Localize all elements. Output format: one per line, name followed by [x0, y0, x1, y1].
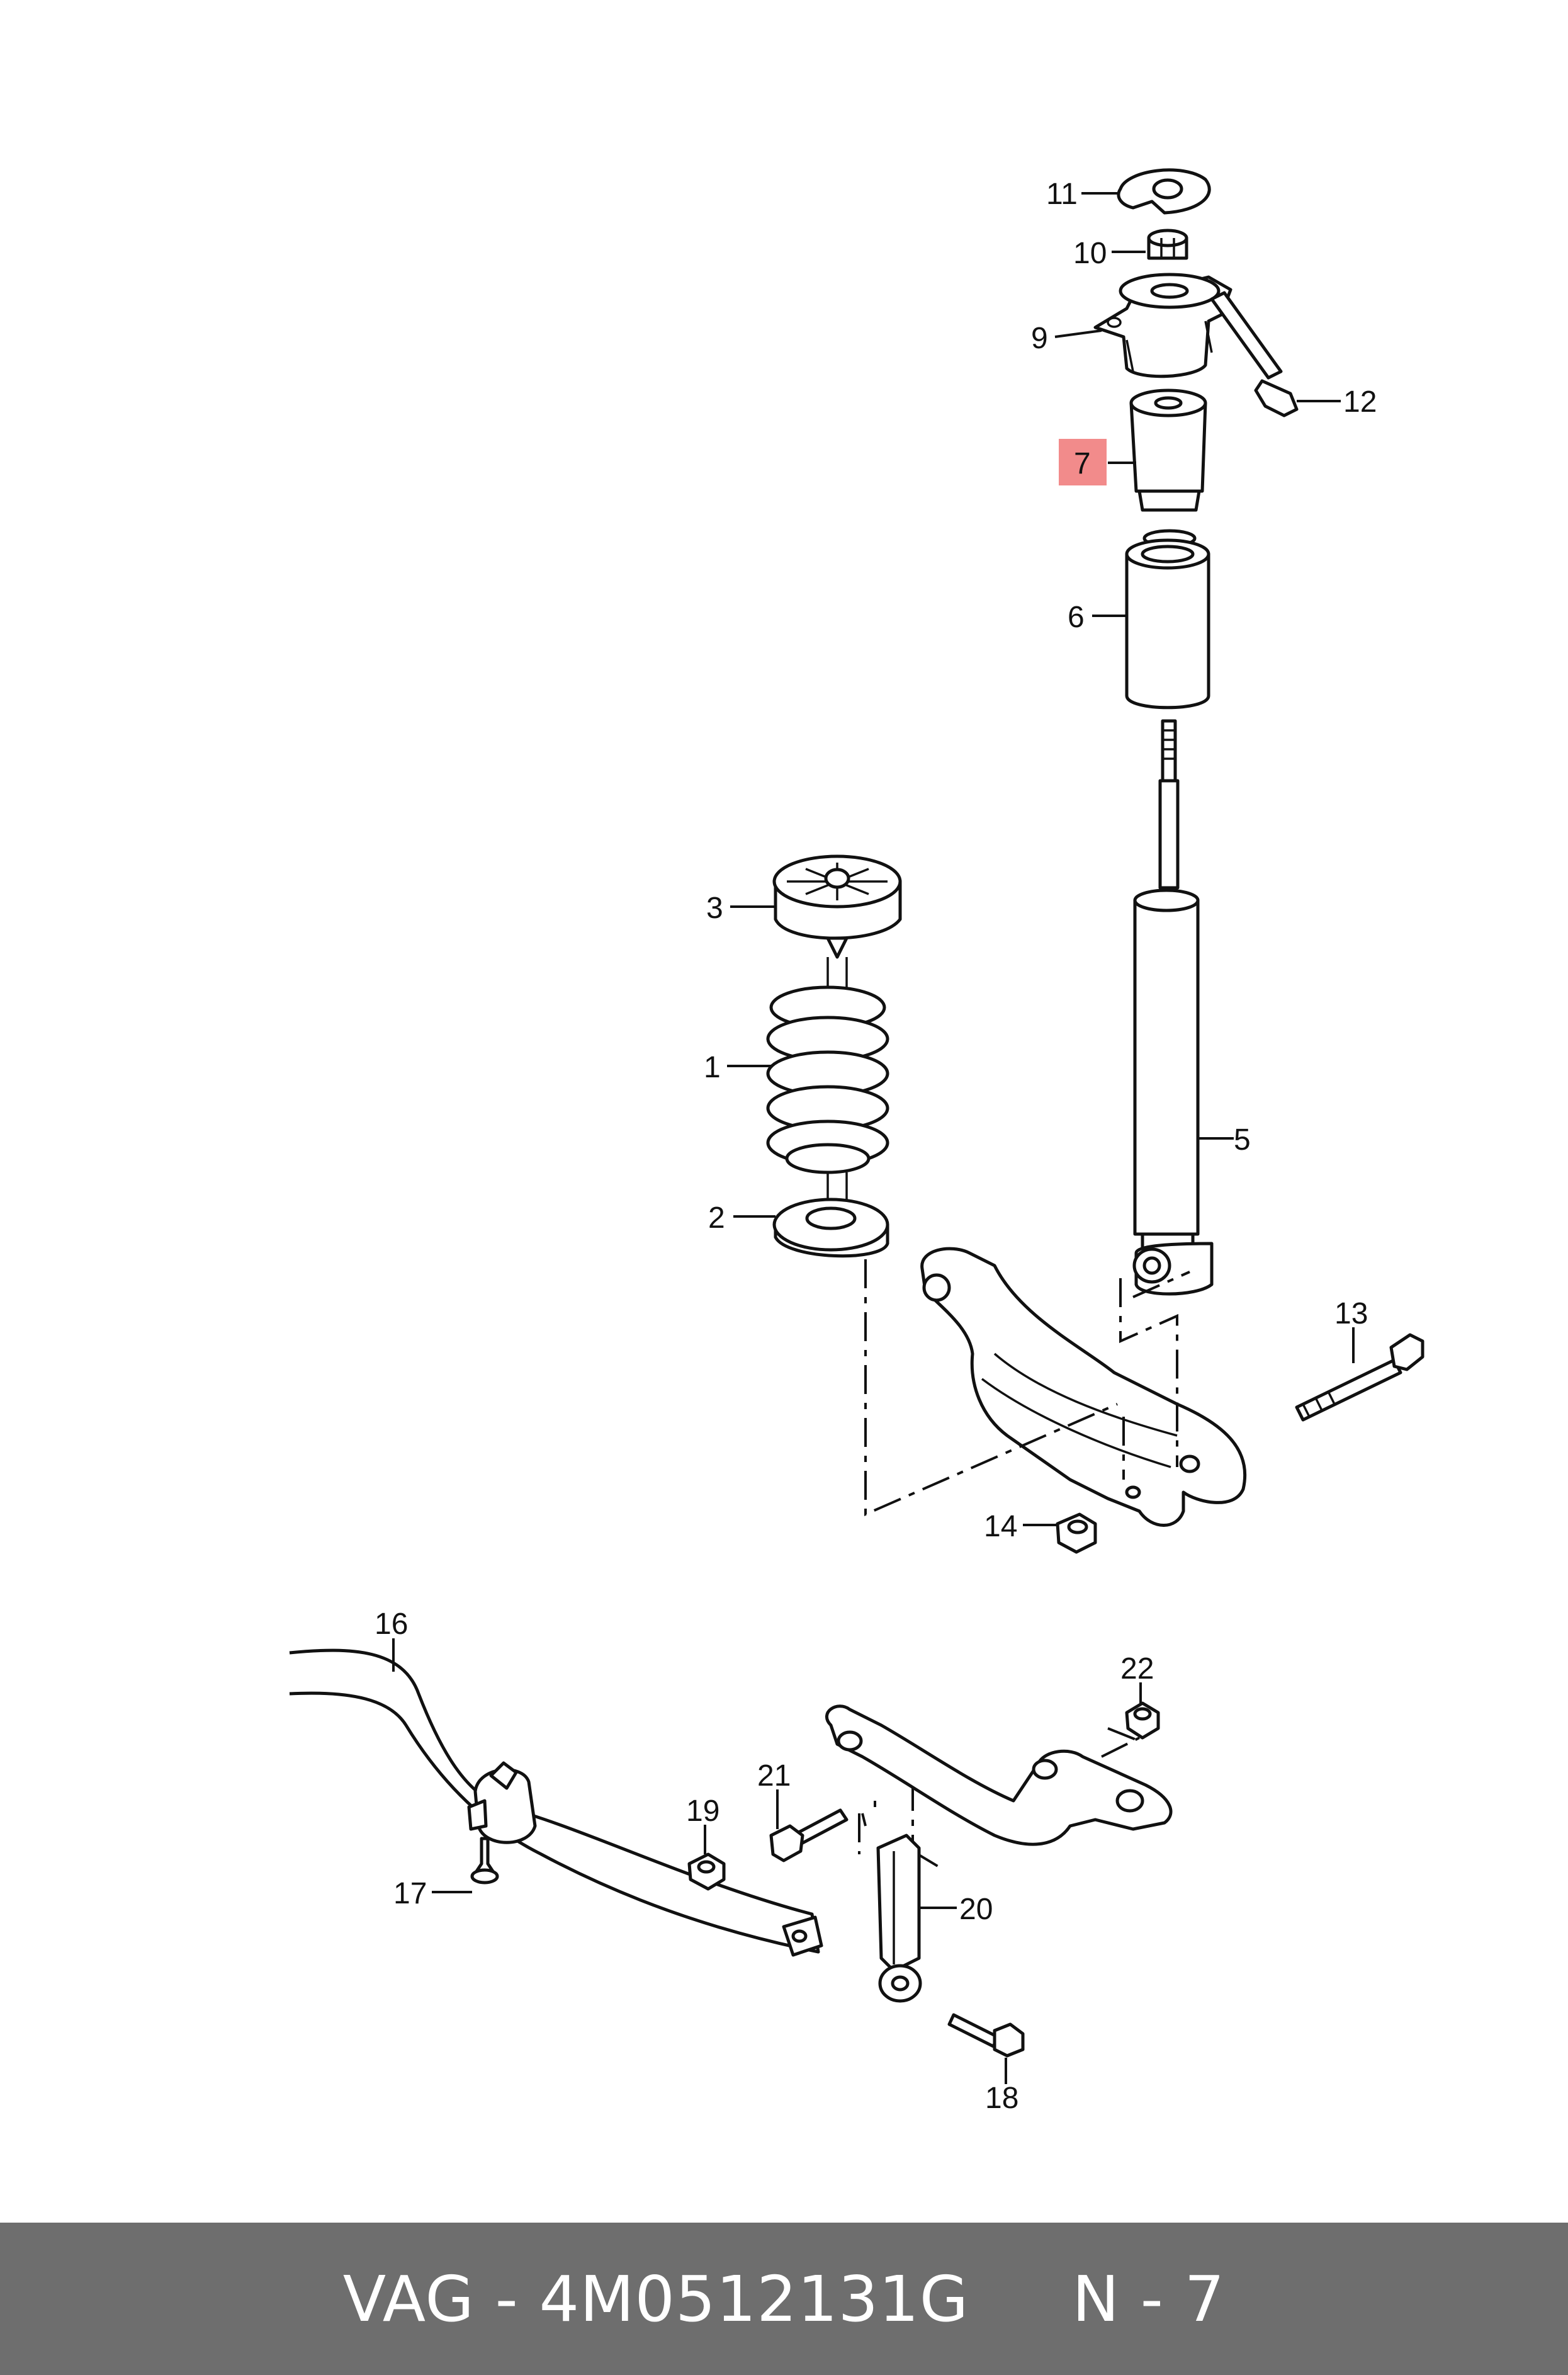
- callout-18: 18: [985, 2082, 1018, 2115]
- part-5-shock-absorber: [1132, 719, 1214, 1296]
- part-17-clamp: [467, 1761, 537, 1885]
- lower-control-arm: [920, 1247, 1247, 1527]
- callout-6: 6: [1068, 601, 1085, 634]
- callout-5: 5: [1234, 1123, 1251, 1157]
- callout-14: 14: [984, 1510, 1017, 1543]
- part-20-coupling-rod: [876, 1834, 922, 2003]
- highlight-box-7: [1059, 439, 1107, 485]
- callout-21: 21: [757, 1759, 791, 1793]
- callout-16: 16: [375, 1607, 408, 1641]
- callouts: 11 10 9 12 7 6 3 1 5 2 13 14 16 22 21 19: [375, 178, 1377, 2115]
- callout-10: 10: [1073, 237, 1107, 270]
- footer-bar: VAG - 4M0512131G N - 7: [0, 2223, 1568, 2375]
- callout-17: 17: [393, 1877, 427, 1910]
- part-16-stabilizer-bar: [289, 1648, 823, 1957]
- part-number-caption: VAG - 4M0512131G N - 7: [342, 2262, 1226, 2336]
- callout-13: 13: [1334, 1297, 1368, 1330]
- callout-22: 22: [1120, 1652, 1154, 1686]
- part-7-bump-stop: [1129, 388, 1207, 512]
- part-21-bolt: [769, 1808, 849, 1862]
- callout-19: 19: [686, 1794, 719, 1828]
- part-11-washer: [1117, 168, 1211, 215]
- callout-1: 1: [704, 1051, 721, 1084]
- callout-20: 20: [959, 1893, 993, 1926]
- upper-control-arm: [825, 1704, 1173, 1846]
- parts-diagram: 11 10 9 12 7 6 3 1 5 2 13 14 16 22 21 19: [289, 168, 1424, 2115]
- callout-12: 12: [1343, 385, 1377, 419]
- part-2-spring-seat-bottom: [772, 1198, 889, 1258]
- part-6-dust-cover: [1125, 529, 1210, 710]
- part-10-nut: [1147, 229, 1188, 260]
- callout-3: 3: [706, 892, 723, 925]
- part-22-nut: [1125, 1701, 1160, 1740]
- part-18-bolt: [947, 2013, 1025, 2058]
- part-13-bolt: [1295, 1333, 1424, 1422]
- part-1-coil-spring: [766, 957, 889, 1209]
- part-3-spring-seat-top: [772, 854, 902, 959]
- part-19-nut: [687, 1852, 726, 1891]
- callout-11: 11: [1046, 178, 1078, 211]
- callout-2: 2: [708, 1201, 725, 1235]
- callout-9: 9: [1031, 322, 1048, 355]
- part-9-top-mount: [1093, 273, 1232, 378]
- part-14-nut: [1056, 1512, 1097, 1554]
- part-12-bolt: [1210, 291, 1299, 417]
- callout-7: 7: [1074, 447, 1091, 480]
